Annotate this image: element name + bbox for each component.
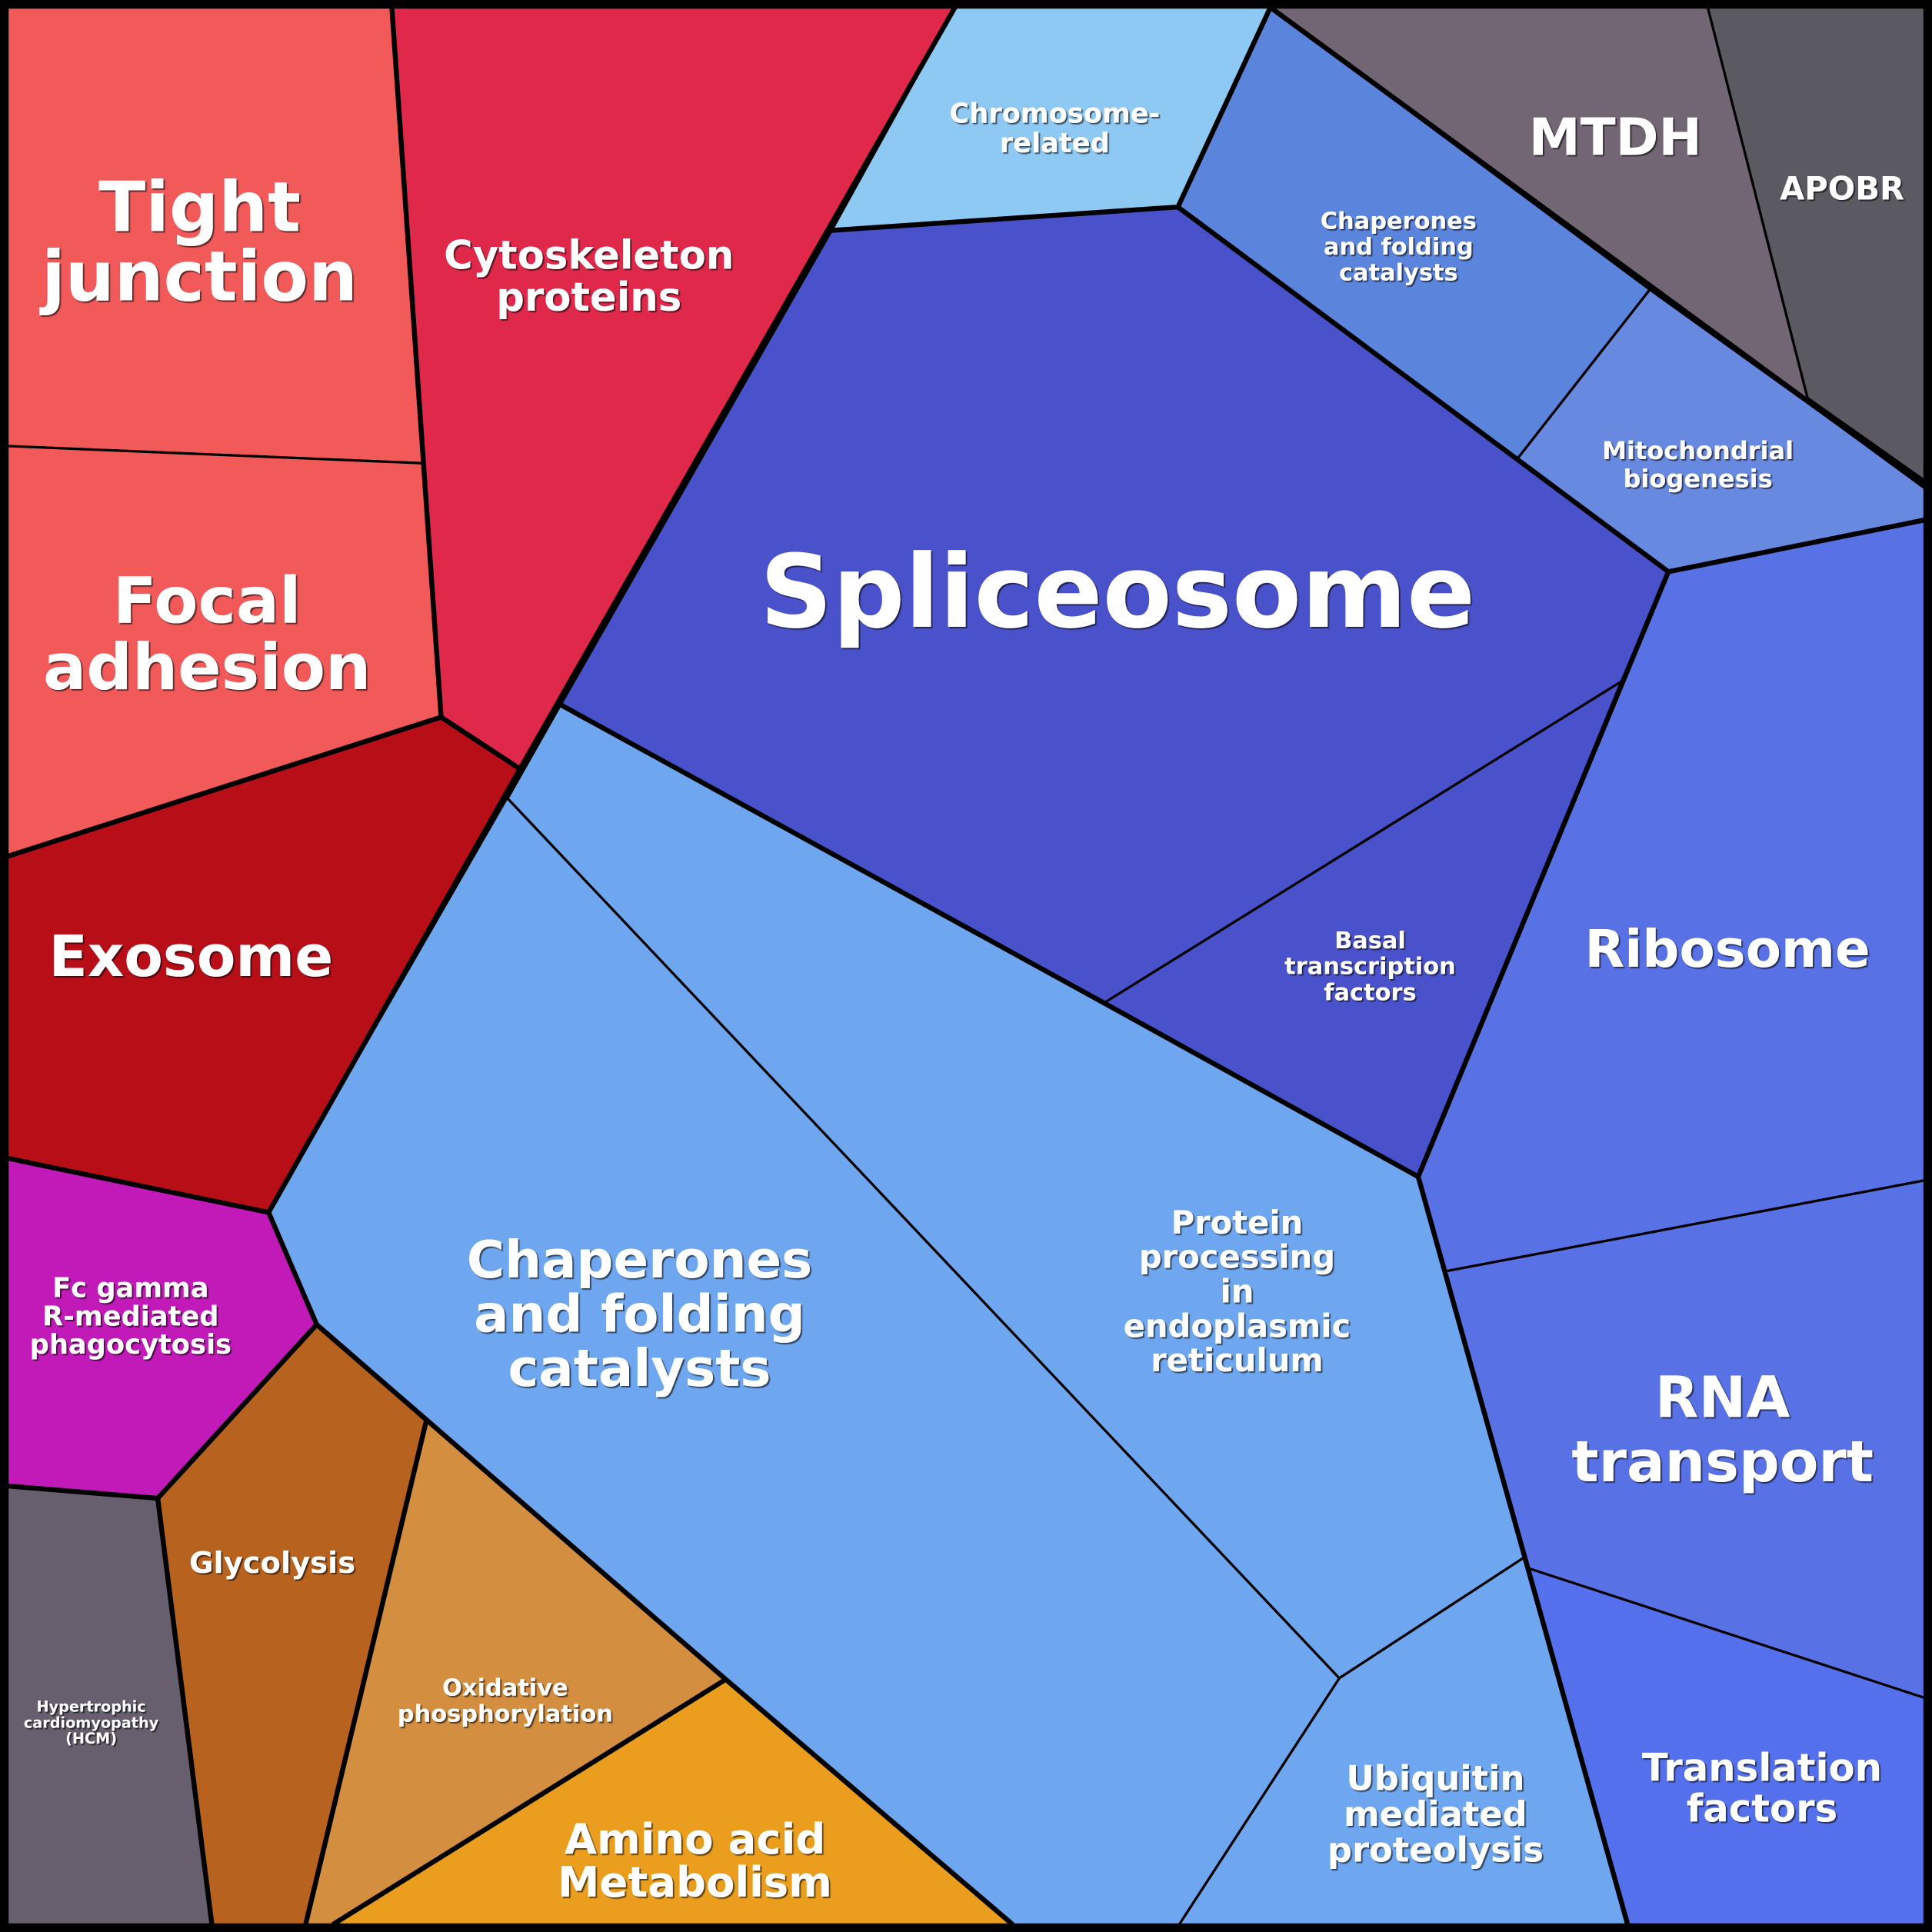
cell-label-basal-transcription: factors	[1324, 979, 1416, 1006]
cell-label-spliceosome: Spliceosome	[760, 533, 1475, 651]
cell-label-focal-adhesion: Focal	[113, 563, 301, 638]
cell-label-chaperones-small: Chaperones	[1321, 208, 1477, 235]
cell-label-tight-junction: junction	[39, 237, 358, 317]
group-border	[1667, 517, 1926, 575]
cell-label-fc-gamma: Fc gamma	[52, 1272, 208, 1304]
cell-label-chaperones-large: Chaperones	[467, 1230, 812, 1290]
cell-label-chaperones-small: catalysts	[1339, 260, 1458, 287]
cell-label-rna-transport: transport	[1571, 1430, 1874, 1495]
cell-label-amino-acid-metabolism: Amino acid	[565, 1814, 825, 1864]
cell-label-mitochondrial-biogenesis: Mitochondrial	[1602, 436, 1794, 465]
cell-label-protein-processing-er: Protein	[1171, 1204, 1304, 1241]
group-border	[155, 1497, 215, 1925]
cell-label-glycolysis: Glycolysis	[189, 1546, 355, 1581]
group-border	[6, 715, 521, 859]
cell-label-ubiquitin-proteolysis: mediated	[1344, 1794, 1527, 1834]
cell-label-translation-factors: Translation	[1642, 1746, 1882, 1790]
cell-label-chromosome-related: related	[1000, 128, 1110, 159]
cell-label-protein-processing-er: in	[1220, 1273, 1254, 1311]
cell-label-ubiquitin-proteolysis: Ubiquitin	[1346, 1757, 1524, 1798]
cell-label-basal-transcription: Basal	[1334, 928, 1406, 954]
cell-label-ribosome: Ribosome	[1584, 919, 1870, 979]
cell-label-hcm: cardiomyopathy	[24, 1714, 159, 1731]
group-border	[389, 7, 444, 718]
group-border	[1268, 5, 1927, 489]
cell-label-chaperones-large: and folding	[474, 1284, 805, 1344]
cell-label-tight-junction: Tight	[98, 168, 301, 248]
group-border	[303, 1420, 429, 1926]
group-border	[6, 6, 958, 1215]
cell-label-protein-processing-er: processing	[1139, 1238, 1335, 1276]
cell-label-focal-adhesion: adhesion	[43, 630, 371, 705]
cell-label-protein-processing-er: reticulum	[1151, 1341, 1324, 1379]
cell-label-amino-acid-metabolism: Metabolism	[558, 1857, 832, 1907]
group-border	[7, 1211, 319, 1501]
cell-label-apobr: APOBR	[1780, 170, 1904, 208]
cell-label-fc-gamma: R-mediated	[42, 1301, 218, 1332]
cell-label-oxidative-phosphorylation: phosphorylation	[398, 1700, 613, 1727]
cell-label-translation-factors: factors	[1687, 1786, 1837, 1830]
cell-label-rna-transport: RNA	[1655, 1366, 1790, 1431]
group-border	[1415, 1176, 1631, 1926]
cell-label-chaperones-small: and folding	[1324, 234, 1474, 261]
cell-label-hcm: Hypertrophic	[36, 1698, 145, 1716]
group-border	[331, 1677, 728, 1927]
cell-label-chromosome-related: Chromosome-	[949, 98, 1160, 130]
cell-label-mitochondrial-biogenesis: biogenesis	[1624, 465, 1773, 494]
cell-label-fc-gamma: phagocytosis	[30, 1329, 232, 1361]
cell-label-mtdh: MTDH	[1529, 107, 1702, 167]
cell-label-oxidative-phosphorylation: Oxidative	[442, 1675, 568, 1702]
cell-label-basal-transcription: transcription	[1284, 954, 1456, 981]
cell-label-ubiquitin-proteolysis: proteolysis	[1327, 1829, 1544, 1870]
cell-label-hcm: (HCM)	[65, 1730, 117, 1747]
cell-label-cytoskeleton-proteins: proteins	[496, 275, 681, 321]
cell-label-protein-processing-er: endoplasmic	[1124, 1307, 1351, 1344]
cell-label-exosome: Exosome	[48, 924, 333, 990]
cell-label-chaperones-large: catalysts	[508, 1338, 771, 1398]
cell-label-cytoskeleton-proteins: Cytoskeleton	[444, 233, 734, 279]
